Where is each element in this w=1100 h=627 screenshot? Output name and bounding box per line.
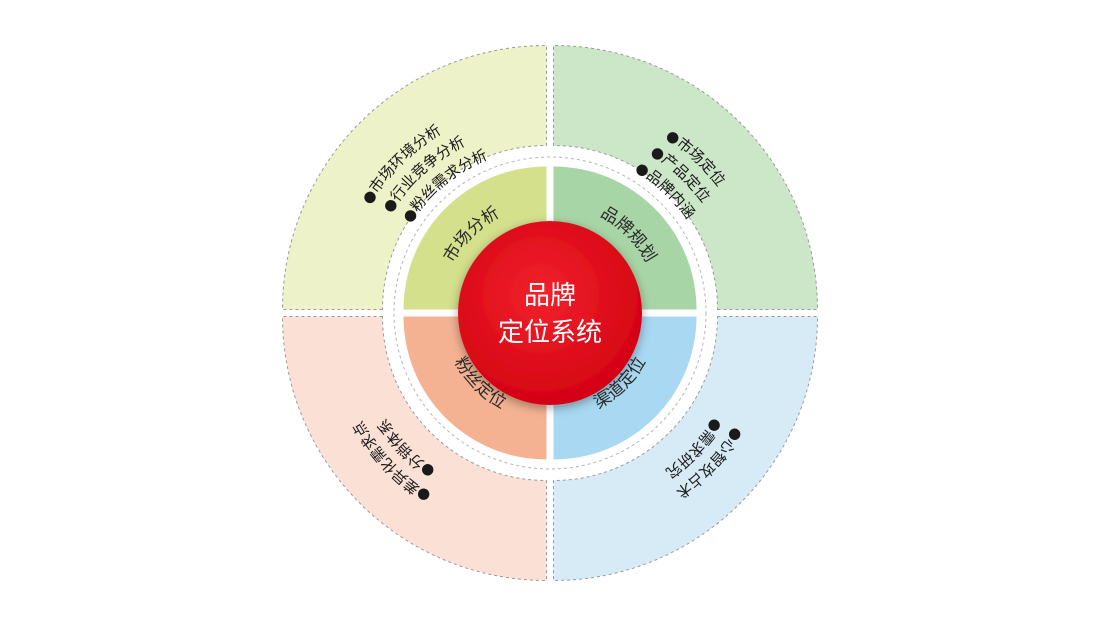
outer-segment-fan-positioning xyxy=(553,316,819,582)
center-circle xyxy=(458,221,642,405)
center-title-line2: 定位系统 xyxy=(498,318,602,348)
center-title-line1: 品牌 xyxy=(524,281,576,311)
outer-ring xyxy=(281,44,819,582)
outer-segment-market-analysis xyxy=(281,44,547,310)
separator-ring xyxy=(393,156,707,470)
outer-segment-brand-planning xyxy=(553,44,819,310)
outer-segment-channel-positioning xyxy=(281,316,547,582)
